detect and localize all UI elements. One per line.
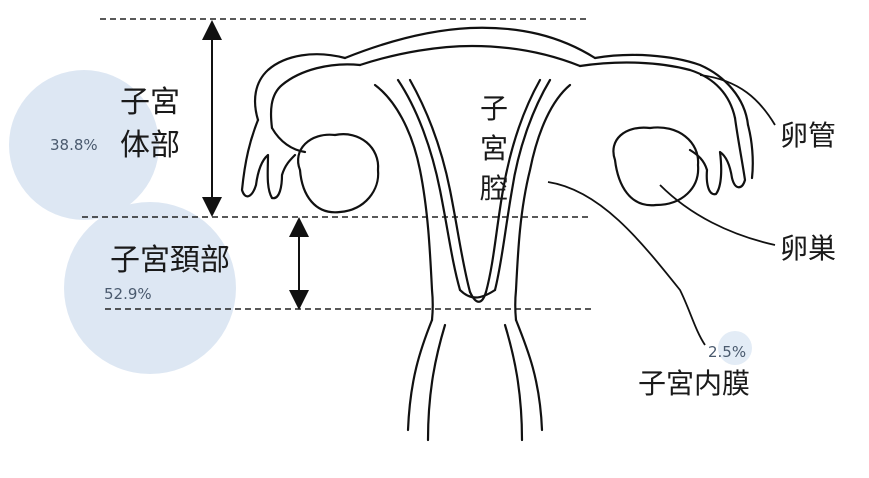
endometrium-bubble: [718, 331, 752, 365]
cervix-percentage: 52.9%: [104, 285, 152, 303]
corpus-percentage: 38.8%: [50, 136, 98, 154]
cavity-label-1: 子: [480, 92, 508, 125]
ovary-label: 卵巣: [780, 232, 836, 265]
endometrium-percentage: 2.5%: [708, 343, 746, 361]
cavity-label-2: 宮: [480, 132, 508, 165]
endometrium-leader: [547, 181, 706, 346]
corpus-bubble: [9, 70, 159, 220]
cavity-label-3: 腔: [480, 172, 508, 205]
corpus-label-line2: 体部: [120, 128, 180, 163]
uterus-illustration: [240, 26, 754, 442]
corpus-label-line1: 子宮: [120, 85, 180, 120]
cervix-bubble: [64, 202, 236, 374]
fallopian-tube-leader: [699, 74, 776, 126]
endometrium-label: 子宮内膜: [638, 367, 750, 400]
ovary-leader: [659, 184, 776, 246]
cervix-label: 子宮頚部: [110, 243, 230, 278]
fallopian-tube-label: 卵管: [780, 119, 836, 152]
